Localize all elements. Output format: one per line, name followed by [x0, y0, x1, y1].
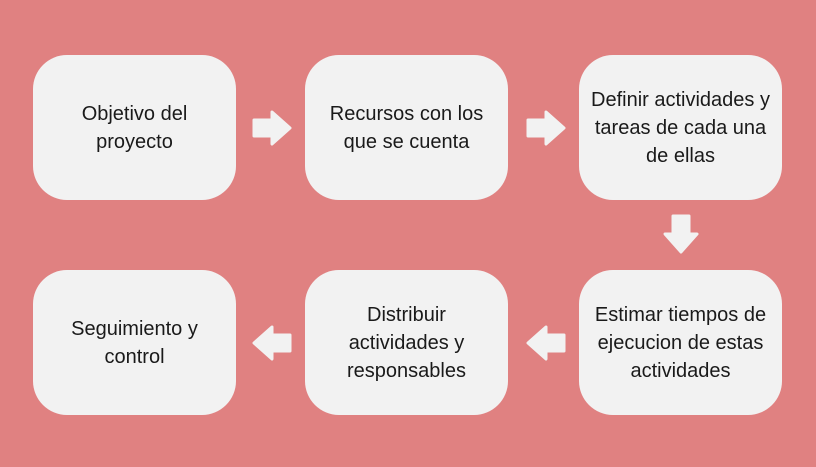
arrow-down-icon	[661, 214, 701, 254]
arrow-left-icon	[252, 323, 292, 363]
step-definir: Definir actividades y tareas de cada una…	[579, 55, 782, 200]
step-label: Seguimiento y control	[71, 317, 198, 368]
step-label: Objetivo del proyecto	[81, 102, 188, 153]
step-recursos: Recursos con los que se cuenta	[305, 55, 508, 200]
step-distribuir: Distribuir actividades y responsables	[305, 270, 508, 415]
step-label: Estimar tiempos de ejecucion de estas ac…	[594, 303, 767, 382]
step-seguimiento: Seguimiento y control	[33, 270, 236, 415]
step-label: Distribuir actividades y responsables	[347, 303, 466, 382]
arrow-right-icon	[526, 108, 566, 148]
step-label: Definir actividades y tareas de cada una…	[591, 88, 770, 167]
arrow-right-icon	[252, 108, 292, 148]
step-label: Recursos con los que se cuenta	[329, 102, 484, 153]
step-objetivo: Objetivo del proyecto	[33, 55, 236, 200]
step-estimar: Estimar tiempos de ejecucion de estas ac…	[579, 270, 782, 415]
arrow-left-icon	[526, 323, 566, 363]
